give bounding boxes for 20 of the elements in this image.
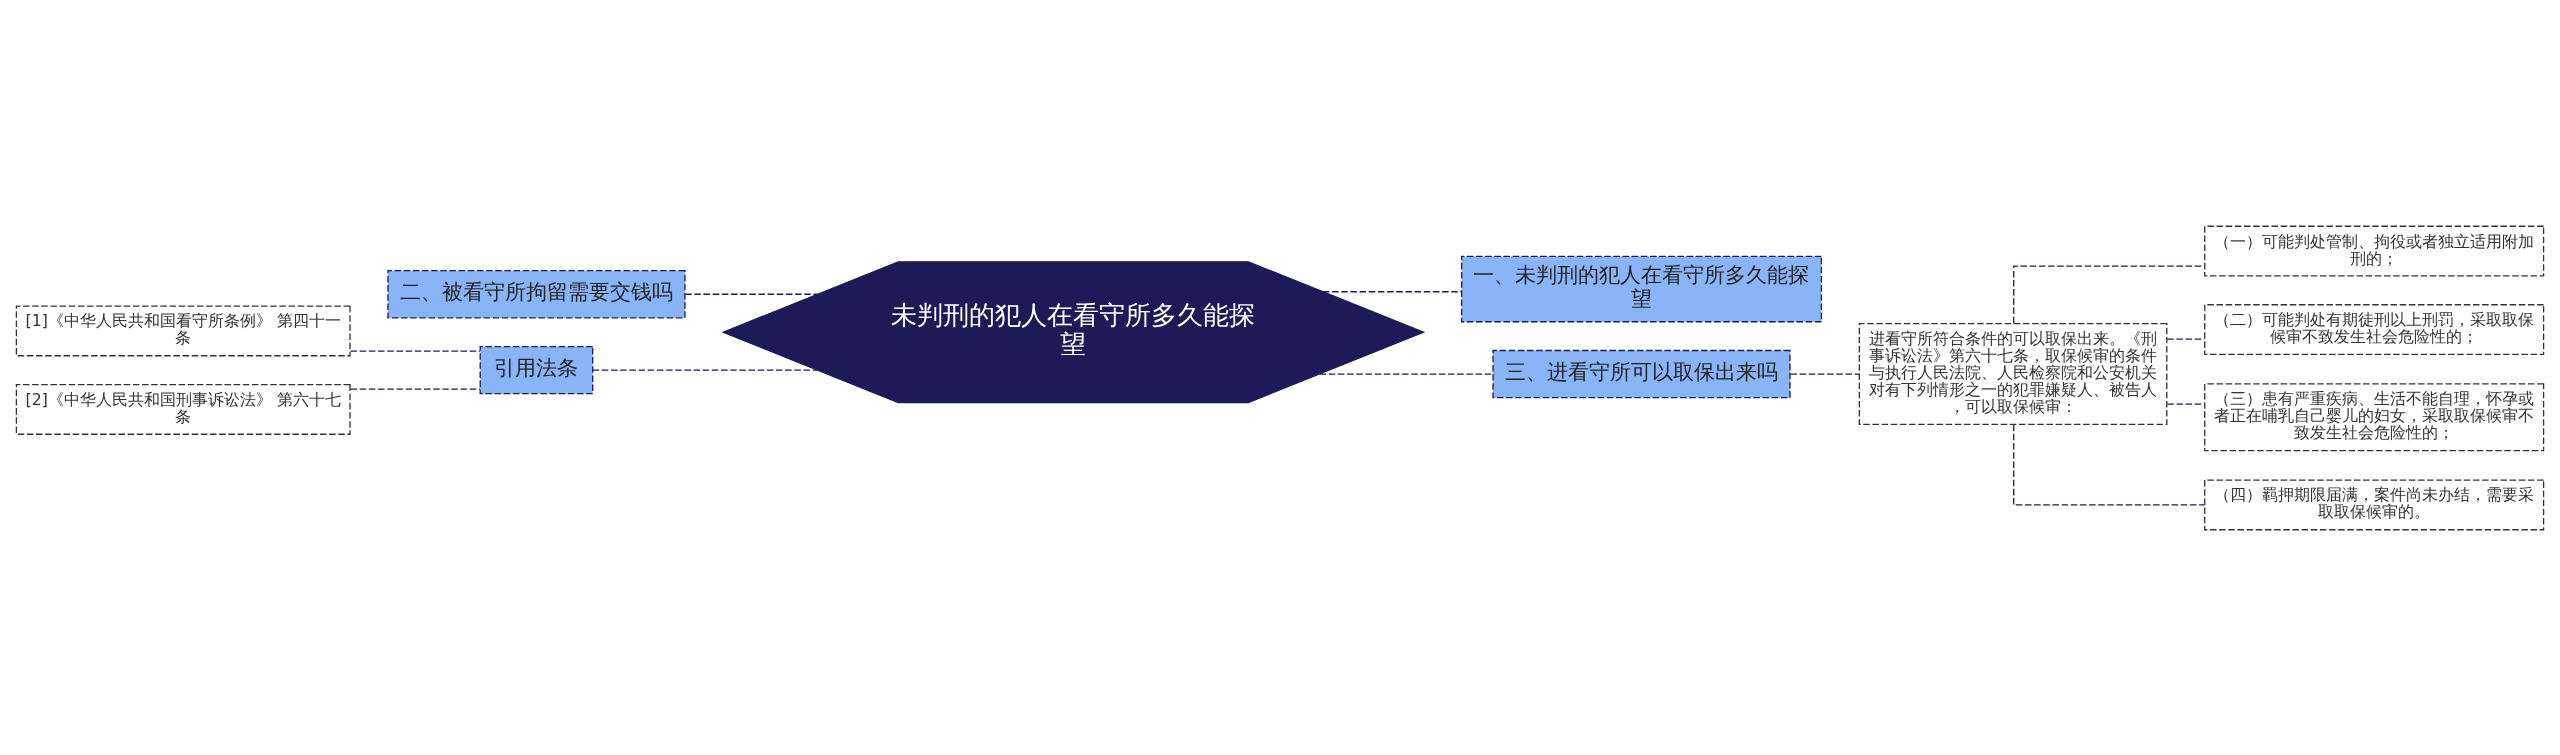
node-box: 进看守所符合条件的可以取保出来。《刑事诉讼法》第六十七条，取保候审的条件与执行人民法院、人民检察院和公安机关对有下列情形之一的犯罪嫌疑人、被告人，可以取保候审： — [1858, 322, 2168, 425]
node-box: 二、被看守所拘留需要交钱吗 — [387, 269, 686, 318]
connector — [1318, 372, 1494, 375]
node-box: （二）可能判处有期徒刑以上刑罚，采取取保候审不致发生社会危险性的； — [2204, 303, 2545, 355]
connector — [592, 369, 819, 371]
connector — [684, 293, 819, 295]
node-box: 引用法条 — [479, 345, 594, 394]
node-box: （一）可能判处管制、拘役或者独立适用附加刑的； — [2204, 225, 2545, 277]
node-box: 三、进看守所可以取保出来吗 — [1492, 349, 1791, 398]
node-box: （三）患有严重疾病、生活不能自理，怀孕或者正在哺乳自己婴儿的妇女，采取取保候审不致发生社会危险性的； — [2204, 382, 2545, 451]
connector — [349, 350, 481, 352]
node-box: [1]《中华人民共和国看守所条例》 第四十一条 — [15, 304, 351, 356]
connector — [2013, 423, 2206, 506]
connector — [1789, 372, 1860, 375]
node-box: [2]《中华人民共和国刑事诉讼法》 第六十七条 — [15, 383, 351, 435]
connector — [1322, 290, 1463, 292]
connector — [2013, 265, 2206, 324]
connector — [349, 387, 481, 390]
node-box: 一、未判刑的犯人在看守所多久能探望 — [1460, 255, 1823, 322]
node-box: （四）羁押期限届满，案件尚未办结，需要采取取保候审的。 — [2204, 478, 2545, 530]
